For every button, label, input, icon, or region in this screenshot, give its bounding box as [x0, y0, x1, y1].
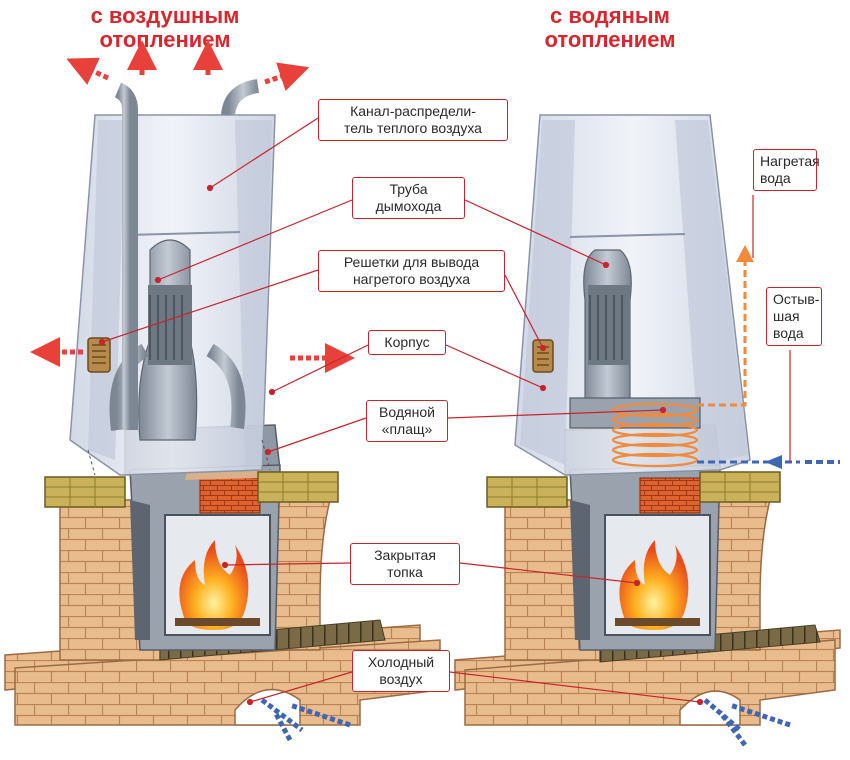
left-heat-brick: [199, 477, 261, 514]
label-cold-air: Холодный воздух: [352, 650, 450, 692]
air-heating-fireplace: [4, 40, 441, 742]
title-water-heating: с водяным отоплением: [544, 3, 676, 52]
chimney-collar: [148, 285, 192, 365]
right-grille: [532, 339, 554, 373]
left-flame: [179, 540, 249, 630]
label-cool-water: Остыв- шая вода: [766, 287, 822, 346]
label-grilles: Решетки для вывода нагретого воздуха: [318, 250, 505, 292]
right-distribution-duct: [206, 343, 246, 429]
label-warm-air-channel: Канал-распредели- тель теплого воздуха: [318, 99, 508, 141]
title-air-heating: с воздушным отоплением: [90, 3, 240, 52]
hot-water-arrowhead: [736, 245, 754, 262]
right-flame: [619, 540, 689, 630]
cold-air-arrows-left: [260, 698, 351, 742]
hood-right-panel: [235, 120, 272, 465]
firebox-fins: [130, 500, 150, 640]
brick-base-r: [464, 639, 836, 726]
brick-base: [14, 639, 441, 726]
label-body: Корпус: [368, 330, 446, 355]
hot-water-pipe: [697, 260, 747, 407]
leader-lines: [98, 117, 791, 706]
label-hot-water: Нагретая вода: [753, 149, 820, 191]
left-beams: [44, 471, 339, 508]
water-heating-fireplace: [454, 114, 841, 747]
hot-air-arrows-left: [29, 40, 355, 373]
left-distribution-duct: [109, 343, 149, 431]
hood-crossbar: [124, 231, 241, 236]
label-closed-firebox: Закрытая топка: [350, 543, 460, 585]
cold-air-arrows-right: [703, 698, 791, 747]
warm-air-channel-right: [221, 79, 260, 117]
warm-air-channel-left: [114, 82, 138, 430]
label-water-jacket: Водяной «плащ»: [366, 400, 448, 442]
left-grille: [87, 337, 111, 373]
left-logs: [175, 618, 260, 626]
right-brick-pillar-r: [714, 499, 771, 651]
right-brick-pillar: [269, 499, 331, 651]
label-chimney-pipe: Труба дымохода: [352, 177, 465, 219]
right-beams: [486, 471, 781, 508]
right-heat-brick: [639, 477, 701, 514]
water-jacket-coil: [611, 402, 699, 468]
